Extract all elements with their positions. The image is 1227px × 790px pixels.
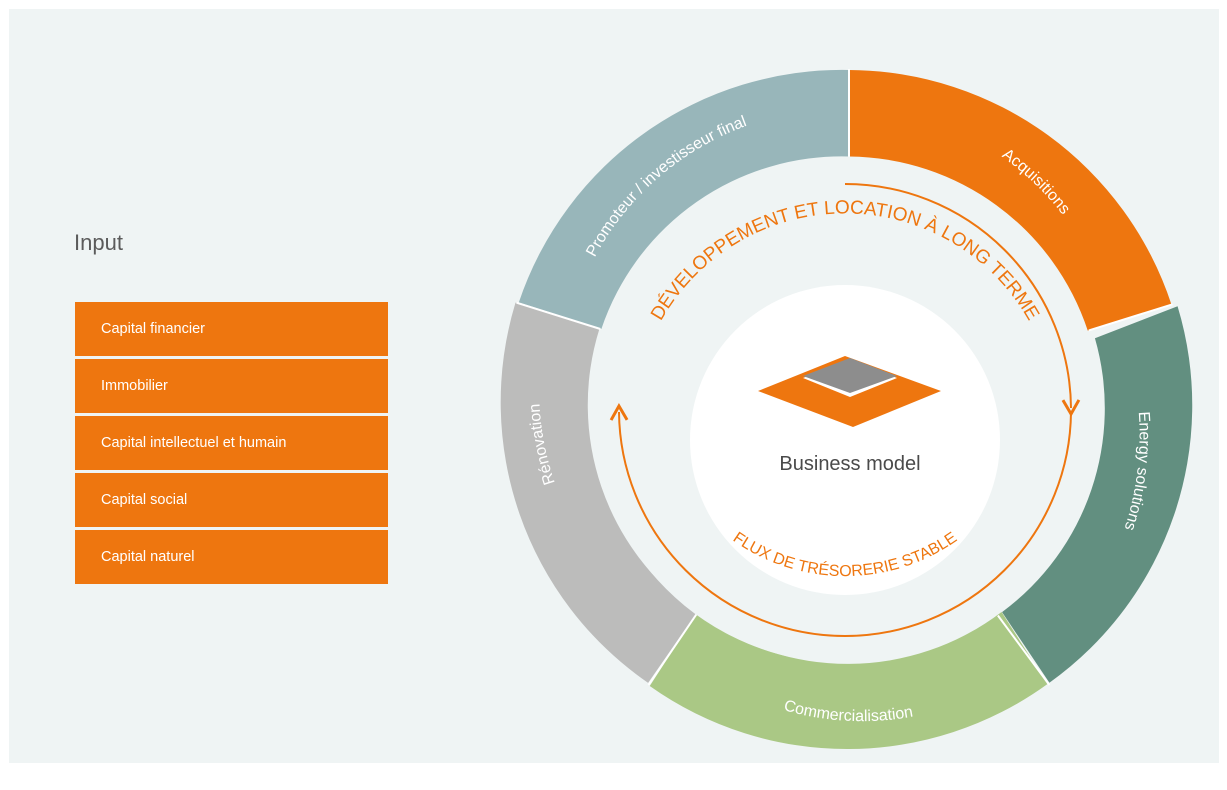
- segment-renovation: [500, 302, 697, 683]
- input-heading: Input: [74, 230, 123, 255]
- center-label: Business model: [779, 453, 920, 475]
- segment-energy-solutions: [1002, 306, 1193, 683]
- input-item-capital-intellectuel: Capital intellectuel et humain: [75, 416, 388, 470]
- input-item-immobilier: Immobilier: [75, 359, 388, 413]
- input-item-capital-financier: Capital financier: [75, 302, 388, 356]
- input-item-capital-social: Capital social: [75, 473, 388, 527]
- input-list: Capital financier Immobilier Capital int…: [75, 302, 388, 587]
- input-item-capital-naturel: Capital naturel: [75, 530, 388, 584]
- segment-dividers: [516, 69, 1173, 686]
- segment-promoteur: [518, 69, 849, 329]
- building-icon: [758, 356, 941, 427]
- center-circle: [690, 285, 1000, 595]
- segment-acquisitions: [849, 70, 1172, 331]
- cycle-arc-right: [844, 183, 1081, 418]
- cycle-arc-left: [609, 402, 1072, 638]
- segment-commercialisation: [649, 611, 1048, 750]
